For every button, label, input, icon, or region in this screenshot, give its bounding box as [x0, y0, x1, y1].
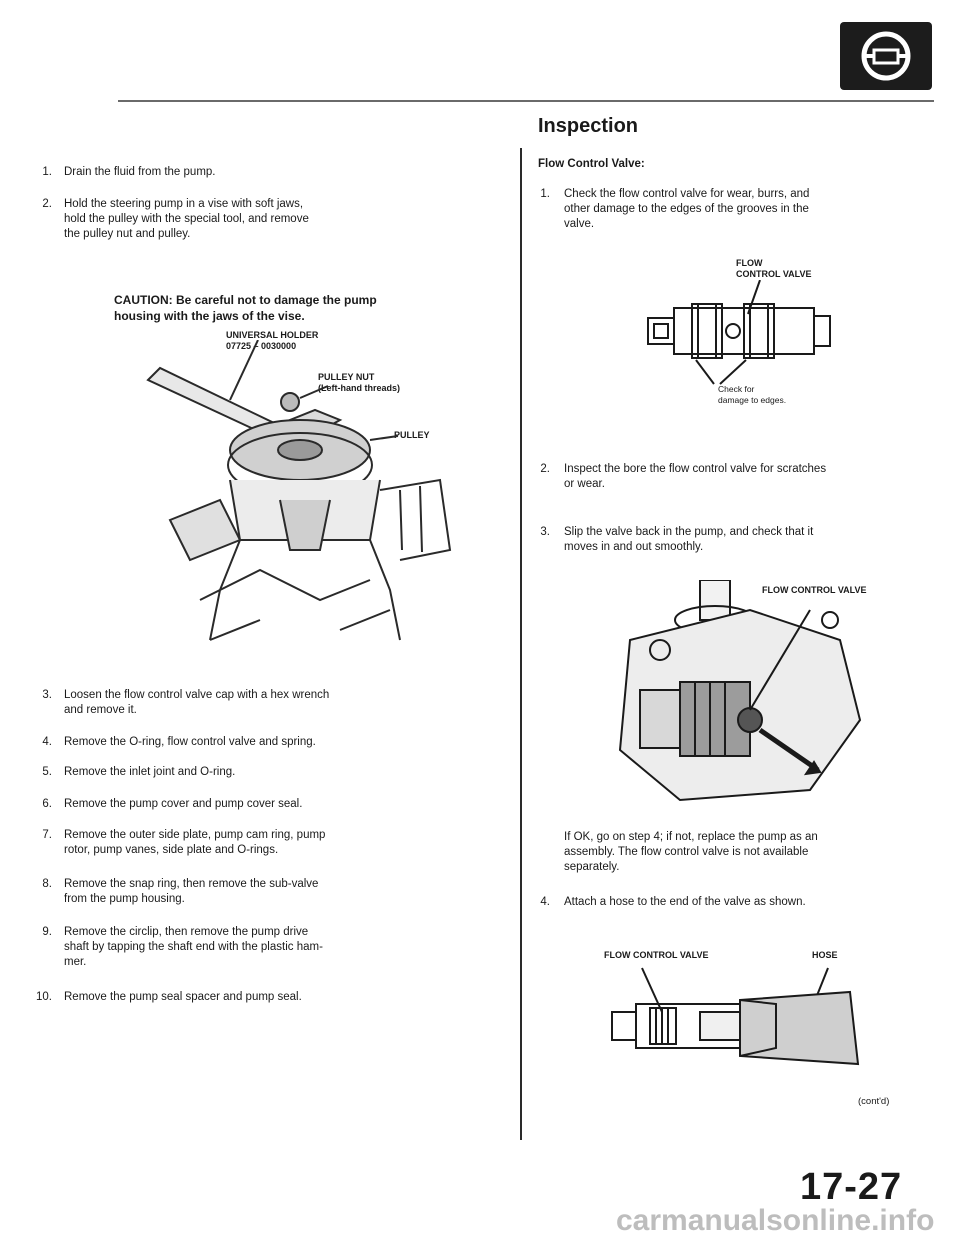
pulley-removal-illustration [146, 340, 452, 641]
header-rule [118, 100, 934, 102]
caution-note: CAUTION: Be careful not to damage the pu… [114, 293, 377, 323]
fig-pump-label: FLOW CONTROL VALVE [762, 585, 867, 595]
fig-valve-check-note: Check for damage to edges. [718, 384, 787, 405]
fig-hose-label: HOSE [812, 950, 838, 960]
watermark: carmanualsonline.info [616, 1204, 935, 1237]
flow-control-valve-illustration [647, 280, 831, 385]
section-heading: Inspection [538, 115, 639, 137]
left-step-9: 9. Remove the circlip, then remove the p… [42, 926, 323, 968]
section-subheading: Flow Control Valve: [538, 158, 645, 170]
fig1-pulley-label: PULLEY [394, 430, 430, 440]
pump-valve-illustration [618, 580, 862, 802]
right-step-1: 1. Check the flow control valve for wear… [540, 188, 810, 230]
left-step-8: 8. Remove the snap ring, then remove the… [42, 878, 319, 905]
left-step-3: 3. Loosen the flow control valve cap wit… [42, 689, 330, 716]
page-number: 17-27 [800, 1166, 903, 1208]
ok-instruction: If OK, go on step 4; if not, replace the… [564, 831, 818, 873]
right-step-2: 2. Inspect the bore the flow control val… [540, 463, 827, 490]
left-step-7: 7. Remove the outer side plate, pump cam… [42, 829, 326, 856]
fig1-nut-label: PULLEY NUT (Left-hand threads) [318, 372, 400, 393]
fig-hose-valve-label: FLOW CONTROL VALVE [604, 950, 709, 960]
right-step-3: 3. Slip the valve back in the pump, and … [540, 526, 814, 553]
left-step-2: 2. Hold the steering pump in a vise with… [42, 198, 309, 240]
continued-note: (cont'd) [858, 1096, 890, 1107]
steering-wheel-icon [861, 31, 911, 81]
hose-attachment-illustration [611, 967, 860, 1066]
fig-valve-title: FLOW CONTROL VALVE [736, 258, 812, 279]
fig1-holder-label: UNIVERSAL HOLDER 07725 – 0030000 [226, 330, 319, 351]
section-logo [840, 22, 932, 90]
column-divider [520, 148, 522, 1140]
